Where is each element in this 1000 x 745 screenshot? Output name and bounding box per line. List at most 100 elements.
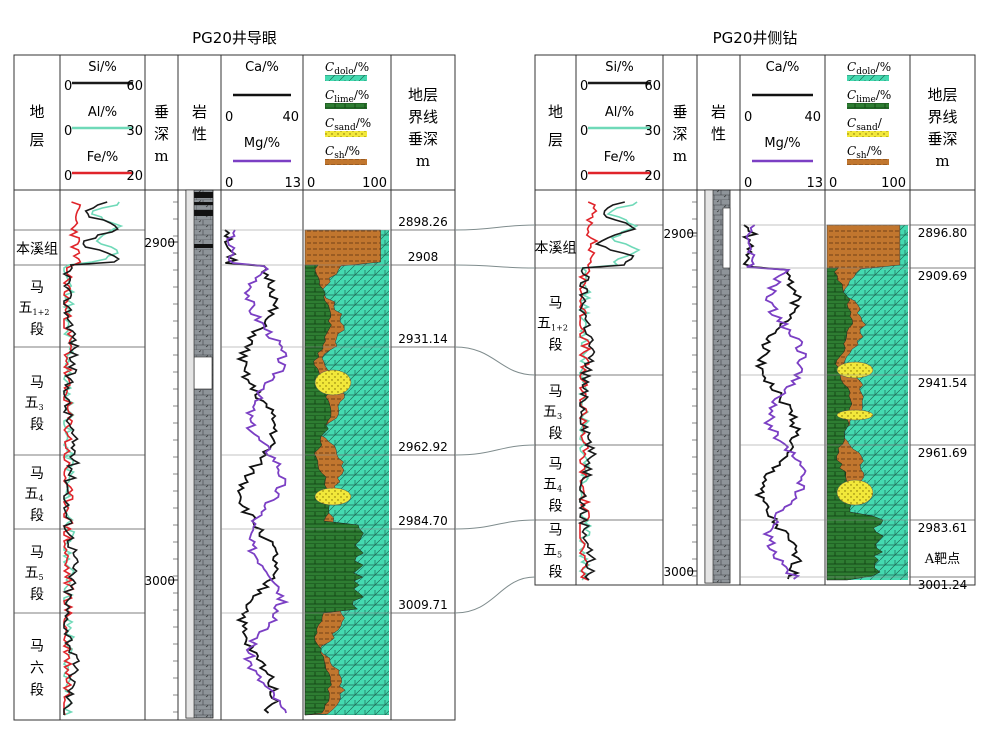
depth-header: 垂深m (154, 103, 169, 165)
boundary-value-3: 2961.69 (918, 446, 968, 460)
lith-gap (722, 207, 731, 269)
comp-label-main: C (325, 116, 334, 130)
strata-name-sub: 3 (38, 403, 43, 412)
si-curve (62, 201, 121, 715)
depth-header: 垂深m (672, 103, 687, 165)
strata-name-0: 本溪组 (535, 241, 577, 257)
comp-label-tail: /% (867, 144, 882, 158)
strata-name-3-tail: 段 (30, 508, 44, 524)
comp-legend-swatch (847, 159, 889, 165)
strata-name-0: 本溪组 (16, 242, 58, 258)
comp-label-main: C (847, 116, 856, 130)
well-title: PG20井导眼 (192, 29, 277, 47)
well-title: PG20井侧钻 (713, 29, 798, 47)
strata-name-1-mid: 五1+2 (537, 316, 568, 333)
panel-frame (534, 54, 976, 586)
elem-scale-max: 60 (644, 79, 661, 94)
comp-label-sh: Csh/% (847, 144, 882, 161)
correlation-line-1 (454, 264, 536, 269)
depth-tick-label-3000: 3000 (663, 565, 694, 579)
strata-name-2-mid: 五3 (24, 395, 43, 412)
mg-curve (226, 229, 290, 714)
elem-label-1: Al/% (605, 105, 634, 120)
comp-label-main: C (325, 60, 334, 74)
strata-name-5: 马 (30, 639, 44, 655)
strata-name-4: 马 (30, 545, 44, 561)
strata-name-1-tail: 段 (549, 338, 563, 354)
elem-scale-max: 20 (126, 169, 143, 184)
strata-name-1-mid: 五1+2 (19, 300, 50, 317)
boundary-value-4: 2983.61 (918, 521, 968, 535)
strata-name-main: 五 (543, 543, 557, 559)
comp-label-sand: Csand/% (325, 116, 371, 133)
lithology-header-line: 岩 (192, 103, 207, 121)
strata-name-sub: 4 (38, 494, 43, 503)
strata-header: 地层 (29, 103, 44, 149)
strata-name-4-tail: 段 (549, 565, 563, 581)
elem-label-0: Si/% (605, 60, 634, 75)
depth-header-line: m (673, 147, 687, 165)
comp-label-sub: lime (856, 95, 876, 105)
comp-label-main: C (325, 144, 334, 158)
correlation-lines (454, 224, 536, 614)
sandstone-lens (314, 487, 352, 506)
strata-name-main: 五 (543, 404, 557, 420)
comp-label-sub: dolo (334, 67, 353, 77)
correlation-line-2 (454, 346, 536, 376)
ca-scale-min: 0 (225, 110, 233, 125)
depth-header-line: 深 (672, 125, 687, 143)
elem-scale-max: 20 (644, 169, 661, 184)
strata-name-4-mid: 五5 (543, 543, 562, 560)
elem-scale-min: 0 (64, 124, 72, 139)
comp-label-main: C (847, 144, 856, 158)
comp-label-main: C (847, 60, 856, 74)
strata-name-sub: 3 (557, 412, 562, 421)
boundary-header-line: 界线 (408, 108, 438, 126)
strata-name-3-mid: 五4 (543, 477, 562, 494)
strata-name-3-mid: 五4 (24, 486, 43, 503)
comp-scale-max: 100 (362, 176, 387, 191)
comp-label-main: C (847, 88, 856, 102)
comp-legend-swatch (325, 131, 367, 137)
strata-name-2: 马 (549, 384, 563, 400)
comp-legend-swatch (847, 75, 889, 81)
panel-frame (13, 54, 456, 721)
strata-name-1: 马 (549, 296, 563, 312)
comp-label-sub: dolo (856, 67, 875, 77)
boundary-header-line: m (416, 152, 430, 170)
strata-name-5: 六 (30, 661, 44, 677)
lithology-header-line: 岩 (711, 103, 726, 121)
sandstone-lens (836, 361, 874, 379)
strata-name-5: 段 (30, 683, 44, 699)
strata-name-4: 马 (549, 523, 563, 539)
depth-tick-label-2900: 2900 (144, 236, 175, 250)
boundary-value-5: 3001.24 (918, 578, 968, 592)
strata-name-main: 五 (24, 395, 38, 411)
elem-scale-min: 0 (580, 79, 588, 94)
comp-label-tail: /% (876, 60, 891, 74)
lithology-header-line: 性 (192, 125, 207, 143)
boundary-value-0: 2896.80 (918, 226, 968, 240)
strata-name-4-tail: 段 (30, 587, 44, 603)
comp-label-sub: sh (334, 151, 345, 161)
strata-name-main: 五 (19, 300, 33, 316)
elem-scale-min: 0 (580, 124, 588, 139)
sandstone-lens (836, 409, 874, 421)
strata-name-sub: 4 (557, 485, 562, 494)
lithology-sidebar (185, 189, 195, 719)
strata-name-main: 五 (543, 477, 557, 493)
elem-label-1: Al/% (88, 105, 117, 120)
comp-legend-swatch (325, 159, 367, 165)
strata-name-3-tail: 段 (549, 499, 563, 515)
boundary-value-4: 2984.70 (398, 514, 448, 528)
comp-label-main: C (325, 88, 334, 102)
comp-label-sub: sand (334, 123, 356, 133)
strata-name-main: 五 (537, 316, 551, 332)
depth-tick-label-2900: 2900 (663, 227, 694, 241)
strata-name-1-tail: 段 (30, 322, 44, 338)
strata-header-line: 地 (548, 103, 563, 121)
